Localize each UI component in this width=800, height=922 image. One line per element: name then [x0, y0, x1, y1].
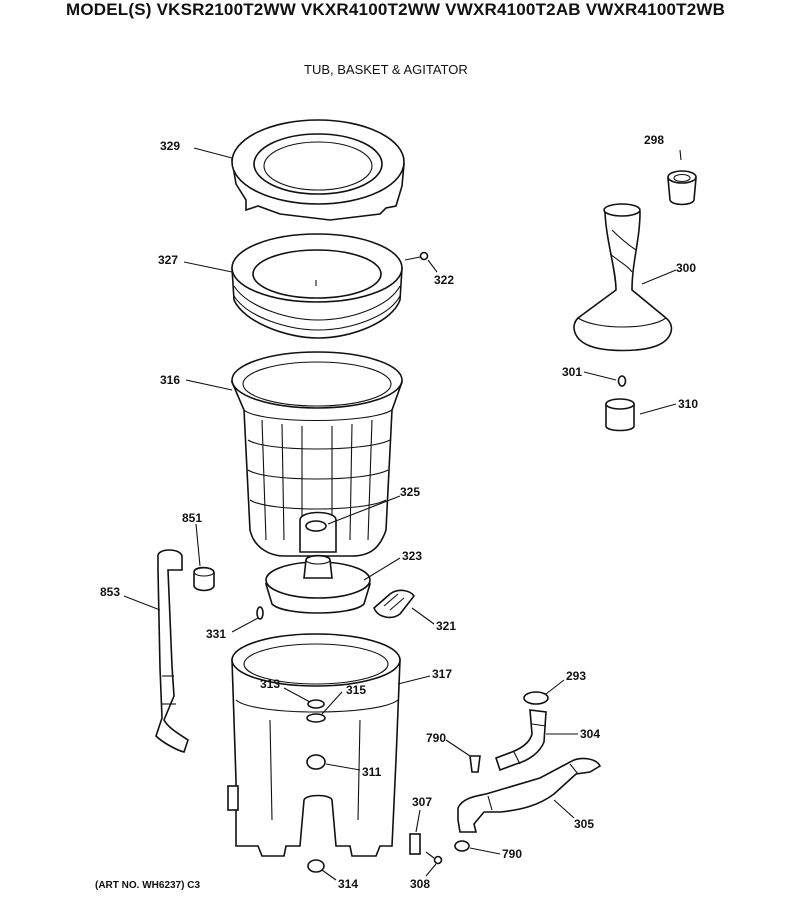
label-851: 851 [182, 511, 202, 525]
label-329: 329 [160, 139, 180, 153]
clamp-790-upper[interactable] [469, 755, 481, 773]
nut-325[interactable] [305, 520, 327, 532]
clamp-851[interactable] [193, 566, 215, 592]
label-293: 293 [566, 669, 586, 683]
leader-300 [641, 269, 677, 285]
coupling-310[interactable] [605, 398, 635, 432]
filter-321[interactable] [373, 589, 415, 619]
bearing-311[interactable] [306, 754, 326, 770]
leader-293 [545, 679, 565, 695]
label-301: 301 [562, 365, 582, 379]
washer-314[interactable] [307, 859, 325, 873]
leader-790-upper [445, 739, 471, 757]
page-title: MODEL(S) VKSR2100T2WW VKXR4100T2WW VWXR4… [66, 0, 726, 19]
agitator-300[interactable] [573, 203, 673, 352]
label-314: 314 [338, 877, 358, 891]
leader-313 [283, 687, 311, 703]
seal-315[interactable] [306, 713, 326, 723]
hose-304[interactable] [494, 709, 547, 772]
hose-305[interactable] [457, 757, 602, 833]
screw-308[interactable] [425, 851, 443, 865]
leader-853 [123, 595, 161, 611]
label-323: 323 [402, 549, 422, 563]
leader-851 [195, 523, 201, 567]
label-790-upper: 790 [426, 731, 446, 745]
leader-316 [185, 379, 233, 391]
label-315: 315 [346, 683, 366, 697]
bracket-307[interactable] [409, 833, 421, 855]
agitator-cap-298[interactable] [667, 170, 697, 206]
art-number: (ART NO. WH6237) C3 [95, 880, 201, 891]
balance-ring-327[interactable] [231, 233, 403, 339]
label-311: 311 [362, 765, 382, 779]
leader-308 [425, 863, 437, 877]
label-298: 298 [644, 133, 664, 147]
label-310: 310 [678, 397, 698, 411]
label-331: 331 [206, 627, 226, 641]
leader-325 [327, 495, 401, 525]
hub-323[interactable] [264, 554, 372, 614]
label-321: 321 [436, 619, 456, 633]
label-853: 853 [100, 585, 120, 599]
label-308: 308 [410, 877, 430, 891]
leader-790-lower [469, 847, 501, 855]
label-307: 307 [412, 795, 432, 809]
leader-331 [231, 617, 259, 633]
label-305: 305 [574, 817, 594, 831]
hose-853[interactable] [155, 549, 189, 753]
diagram-subtitle: TUB, BASKET & AGITATOR [304, 62, 468, 77]
label-313: 313 [260, 677, 280, 691]
fastener-301[interactable] [617, 375, 627, 387]
leader-315 [321, 691, 343, 715]
pin-331[interactable] [256, 606, 264, 620]
label-300: 300 [676, 261, 696, 275]
outer-tub-317[interactable] [227, 633, 401, 857]
leader-323 [363, 557, 401, 581]
leader-307 [415, 809, 421, 833]
leader-322 [427, 259, 438, 273]
leader-314 [321, 869, 337, 881]
label-790-lower: 790 [502, 847, 522, 861]
clamp-790-lower[interactable] [454, 840, 470, 852]
washer-313[interactable] [307, 699, 325, 709]
label-327: 327 [158, 253, 178, 267]
label-317: 317 [432, 667, 452, 681]
screw-322[interactable] [404, 251, 429, 261]
leader-321 [411, 607, 435, 625]
tub-cover-329[interactable] [231, 119, 405, 221]
label-316: 316 [160, 373, 180, 387]
leader-317 [397, 675, 431, 685]
leader-298 [679, 149, 682, 161]
leader-327 [183, 261, 233, 273]
label-325: 325 [400, 485, 420, 499]
leader-329 [193, 147, 233, 159]
leader-301 [583, 371, 617, 381]
clamp-293[interactable] [523, 691, 549, 705]
leader-310 [639, 403, 677, 415]
label-322: 322 [434, 273, 454, 287]
leader-311 [325, 763, 361, 771]
label-304: 304 [580, 727, 600, 741]
leader-305 [553, 799, 575, 819]
